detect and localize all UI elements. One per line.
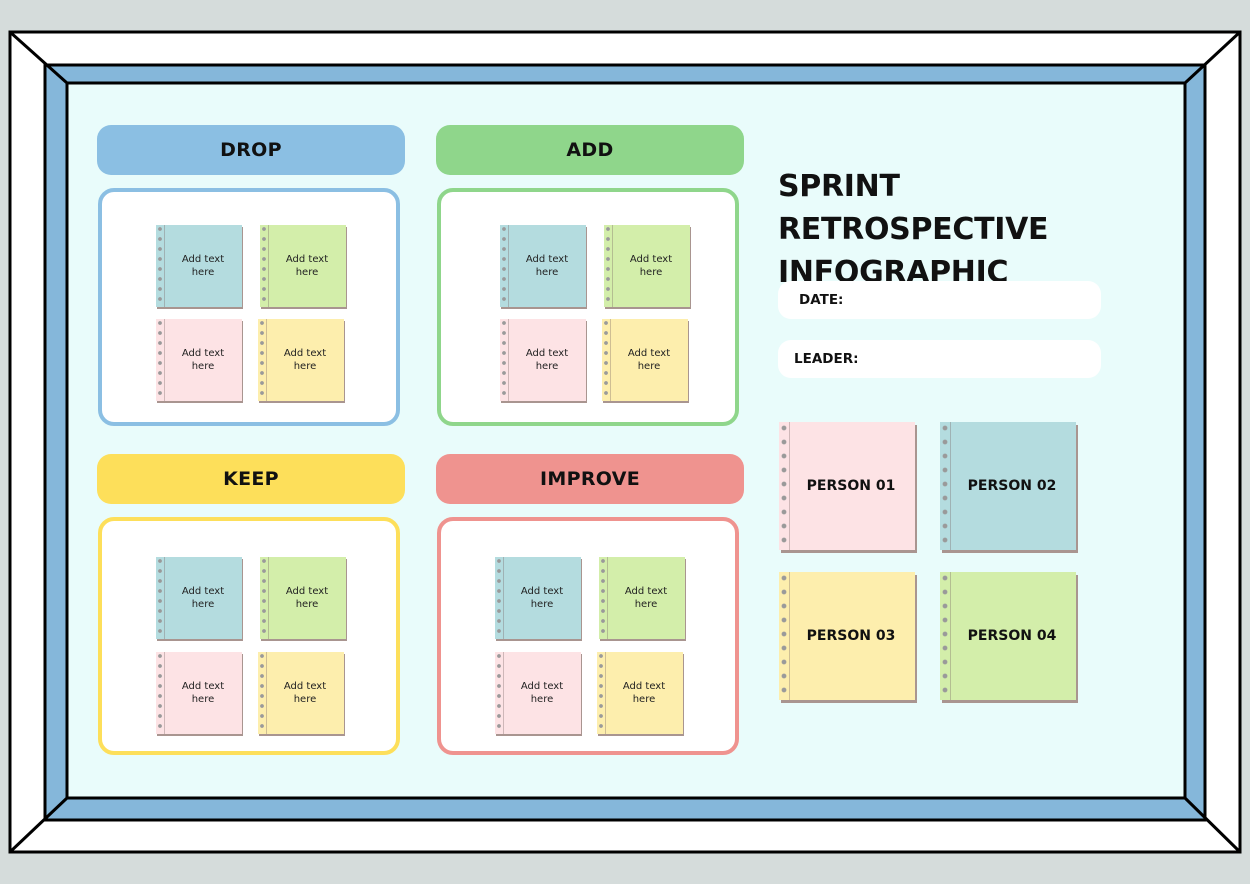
sticky-note[interactable]: Add text here bbox=[602, 319, 688, 401]
sticky-note[interactable]: Add text here bbox=[495, 557, 581, 639]
leader-label: LEADER: bbox=[794, 351, 859, 367]
sticky-note[interactable]: Add text here bbox=[156, 557, 242, 639]
sticky-note[interactable]: Add text here bbox=[258, 652, 344, 734]
note-text: Add text here bbox=[622, 681, 666, 705]
note-text: Add text here bbox=[520, 681, 564, 705]
improve-box bbox=[437, 517, 739, 755]
title-line-1: SPRINT RETROSPECTIVE bbox=[778, 169, 1049, 247]
person-label: PERSON 01 bbox=[806, 478, 896, 494]
note-text: Add text here bbox=[181, 254, 225, 278]
sticky-note[interactable]: Add text here bbox=[500, 319, 586, 401]
sticky-note[interactable]: Add text here bbox=[258, 319, 344, 401]
sticky-note[interactable]: Add text here bbox=[597, 652, 683, 734]
note-text: Add text here bbox=[520, 586, 564, 610]
sticky-note[interactable]: Add text here bbox=[599, 557, 685, 639]
note-text: Add text here bbox=[181, 348, 225, 372]
drop-header: DROP bbox=[97, 125, 405, 175]
note-text: Add text here bbox=[181, 586, 225, 610]
date-label: DATE: bbox=[799, 292, 844, 308]
person-card-03[interactable]: PERSON 03 bbox=[779, 572, 915, 700]
improve-header: IMPROVE bbox=[436, 454, 744, 504]
keep-header: KEEP bbox=[97, 454, 405, 504]
note-text: Add text here bbox=[285, 586, 329, 610]
date-field[interactable]: DATE: bbox=[778, 281, 1101, 319]
leader-field[interactable]: LEADER: bbox=[778, 340, 1101, 378]
sticky-note[interactable]: Add text here bbox=[495, 652, 581, 734]
person-label: PERSON 02 bbox=[967, 478, 1057, 494]
note-text: Add text here bbox=[525, 348, 569, 372]
person-label: PERSON 04 bbox=[967, 628, 1057, 644]
sticky-note[interactable]: Add text here bbox=[156, 225, 242, 307]
page-title: SPRINT RETROSPECTIVE INFOGRAPHIC bbox=[778, 165, 1178, 294]
note-text: Add text here bbox=[283, 681, 327, 705]
sticky-note[interactable]: Add text here bbox=[260, 557, 346, 639]
note-text: Add text here bbox=[181, 681, 225, 705]
note-text: Add text here bbox=[624, 586, 668, 610]
note-text: Add text here bbox=[627, 348, 671, 372]
sticky-note[interactable]: Add text here bbox=[260, 225, 346, 307]
add-box bbox=[437, 188, 739, 426]
person-card-02[interactable]: PERSON 02 bbox=[940, 422, 1076, 550]
drop-box bbox=[98, 188, 400, 426]
note-text: Add text here bbox=[525, 254, 569, 278]
person-card-04[interactable]: PERSON 04 bbox=[940, 572, 1076, 700]
person-card-01[interactable]: PERSON 01 bbox=[779, 422, 915, 550]
sticky-note[interactable]: Add text here bbox=[156, 652, 242, 734]
person-label: PERSON 03 bbox=[806, 628, 896, 644]
sticky-note[interactable]: Add text here bbox=[604, 225, 690, 307]
add-header: ADD bbox=[436, 125, 744, 175]
sticky-note[interactable]: Add text here bbox=[156, 319, 242, 401]
note-text: Add text here bbox=[283, 348, 327, 372]
note-text: Add text here bbox=[629, 254, 673, 278]
sticky-note[interactable]: Add text here bbox=[500, 225, 586, 307]
note-text: Add text here bbox=[285, 254, 329, 278]
keep-box bbox=[98, 517, 400, 755]
